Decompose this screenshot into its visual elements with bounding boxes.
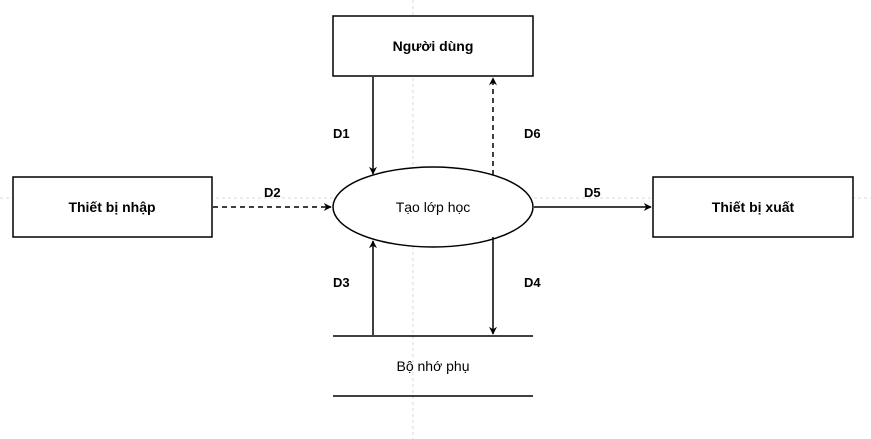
flow-d5[interactable]: D5 <box>534 185 652 211</box>
entity-user[interactable]: Người dùng <box>332 15 534 77</box>
flow-d6-label: D6 <box>524 126 541 141</box>
process-create-class[interactable]: Tạo lớp học <box>332 166 534 248</box>
flow-d1[interactable]: D1 <box>333 77 377 175</box>
process-label: Tạo lớp học <box>396 199 471 215</box>
entity-input-device-box <box>12 176 213 238</box>
entity-input-device[interactable]: Thiết bị nhập <box>12 176 213 238</box>
entity-user-label: Người dùng <box>393 38 474 54</box>
entity-output-device-label: Thiết bị xuất <box>712 199 795 215</box>
flow-d3[interactable]: D3 <box>333 240 377 335</box>
flow-d1-label: D1 <box>333 126 350 141</box>
flow-d2[interactable]: D2 <box>213 185 332 211</box>
entity-input-device-label: Thiết bị nhập <box>68 199 155 215</box>
flow-d2-label: D2 <box>264 185 281 200</box>
flow-d5-label: D5 <box>584 185 601 200</box>
entity-output-device-box <box>652 176 854 238</box>
entity-user-box <box>332 15 534 77</box>
flow-d4[interactable]: D4 <box>489 237 541 335</box>
entity-output-device[interactable]: Thiết bị xuất <box>652 176 854 238</box>
data-store-label: Bộ nhớ phụ <box>396 358 469 374</box>
data-store-secondary-memory[interactable]: Bộ nhớ phụ <box>333 335 533 397</box>
flow-d3-label: D3 <box>333 275 350 290</box>
flow-d6[interactable]: D6 <box>489 77 541 175</box>
flow-d4-label: D4 <box>524 275 541 290</box>
process-ellipse <box>332 166 534 248</box>
